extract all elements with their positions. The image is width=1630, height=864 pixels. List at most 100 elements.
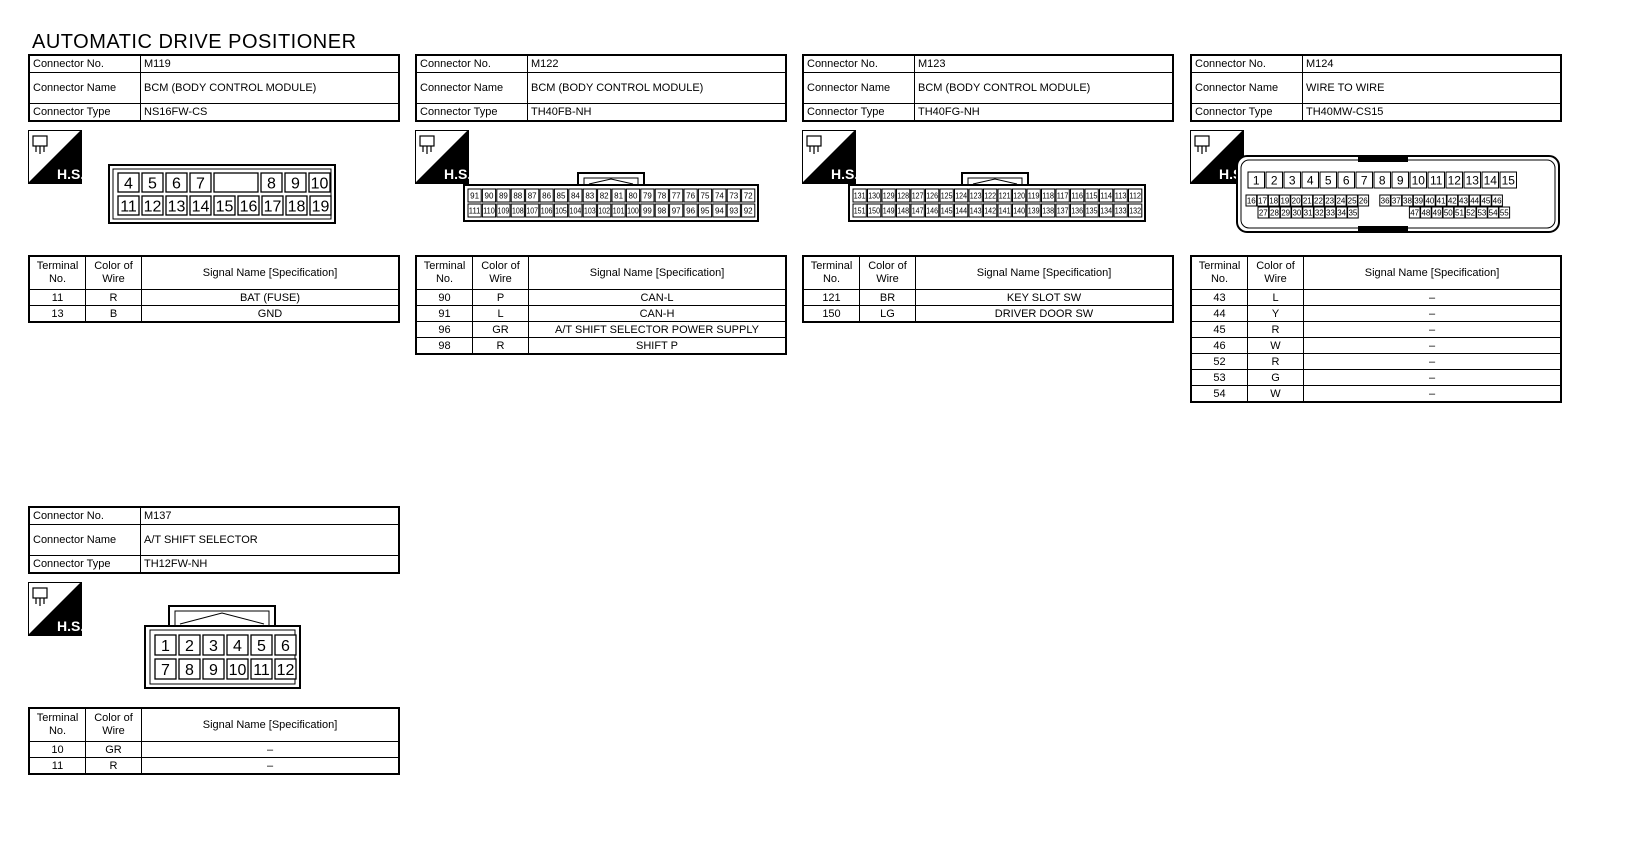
terminal-cell: 96 <box>415 321 473 338</box>
connector-pin-number: 136 <box>1071 206 1083 215</box>
connector-pin-number: 92 <box>744 206 753 215</box>
signal-cell: CAN-L <box>528 289 787 306</box>
connector-pin-number: 93 <box>729 206 738 215</box>
connector-pin <box>189 172 212 193</box>
connector-pin-number: 8 <box>1379 173 1386 187</box>
connector-pin-number: 20 <box>1292 196 1301 205</box>
connector-pin-number: 33 <box>1326 208 1335 217</box>
terminal-cell: 10 <box>28 741 86 758</box>
connector-pin-number: 79 <box>643 191 652 200</box>
color-cell: R <box>1247 321 1304 338</box>
connector-name-value: BCM (BODY CONTROL MODULE) <box>527 72 787 104</box>
signal-cell: – <box>1303 385 1562 403</box>
connector-pin-number: 142 <box>984 206 996 215</box>
connector-pin <box>1408 206 1421 219</box>
connector-pin-number: 78 <box>657 191 666 200</box>
terminal-cell: 11 <box>28 757 86 775</box>
connector-pin-number: 7 <box>196 175 205 192</box>
connector-pin <box>189 195 212 216</box>
connector-pin-number: 54 <box>1489 208 1498 217</box>
connector-pin-number: 7 <box>1361 173 1368 187</box>
connector-pin <box>481 203 497 218</box>
connector-pin <box>1012 203 1027 218</box>
connector-pin <box>640 188 655 203</box>
connector-pin <box>226 634 249 656</box>
connector-pin-number: 108 <box>512 206 524 215</box>
connector-pin <box>741 203 756 218</box>
connector-pin <box>968 188 983 203</box>
signal-cell: – <box>1303 337 1562 354</box>
signal-cell: BAT (FUSE) <box>141 289 400 306</box>
header-color-of-wire: Color of Wire <box>472 255 529 290</box>
connector-pin <box>1301 194 1314 207</box>
connector-pin <box>568 203 583 218</box>
connector-pin-number: 13 <box>1466 173 1480 187</box>
label-connector-name: Connector Name <box>1190 72 1303 104</box>
connector-pin-number: 137 <box>1057 206 1069 215</box>
connector-pin-number: 5 <box>1325 173 1332 187</box>
connector-pin <box>539 188 554 203</box>
connector-pin-number: 95 <box>701 206 710 215</box>
connector-pin-number: 122 <box>984 191 996 200</box>
connector-pin <box>213 195 236 216</box>
signal-table: Terminal No. Color of Wire Signal Name [… <box>1190 255 1562 403</box>
connector-pin-number: 18 <box>288 198 306 215</box>
connector-no-value: M122 <box>527 54 787 73</box>
connector-pin-number: 151 <box>854 206 866 215</box>
connector-pin <box>1335 194 1347 207</box>
connector-pin-number: 125 <box>941 191 953 200</box>
connector-pin <box>1279 194 1291 207</box>
connector-pin <box>1335 206 1348 219</box>
connector-pin-number: 101 <box>613 206 625 215</box>
connector-pin-number: 42 <box>1448 196 1457 205</box>
connector-pin <box>1453 206 1466 219</box>
connector-pin-number: 44 <box>1470 196 1479 205</box>
connector-pin-number: 8 <box>267 175 276 192</box>
label-connector-type: Connector Type <box>802 103 915 122</box>
connector-pin <box>1279 206 1292 219</box>
connector-pin-number: 28 <box>1270 208 1279 217</box>
connector-pin <box>1301 171 1319 189</box>
connector-pin-number: 35 <box>1348 208 1357 217</box>
connector-pin <box>1412 194 1425 207</box>
connector-pin-number: 11 <box>120 198 137 215</box>
connector-pin-number: 52 <box>1466 208 1475 217</box>
connector-pin-number: 117 <box>1057 191 1069 200</box>
connector-pin-number: 17 <box>1258 196 1267 205</box>
harness-side-icon: H.S. <box>1190 130 1244 184</box>
header-terminal-no: Terminal No. <box>802 255 860 290</box>
connector-pin <box>1312 194 1325 207</box>
header-terminal-no: Terminal No. <box>1190 255 1248 290</box>
connector-pin <box>178 658 201 680</box>
connector-pin-number: 139 <box>1028 206 1040 215</box>
connector-pin-number: 81 <box>614 191 623 200</box>
signal-cell: – <box>1303 353 1562 370</box>
connector-pin-number: 47 <box>1410 208 1419 217</box>
connector-pin <box>852 188 867 203</box>
connector-pin-number: 103 <box>584 206 596 215</box>
signal-table: Terminal No. Color of Wire Signal Name [… <box>28 707 400 775</box>
connector-pin-number: 112 <box>1129 191 1141 200</box>
connector-pin-number: 32 <box>1315 208 1324 217</box>
connector-pin <box>154 634 177 656</box>
connector-pin-number: 110 <box>483 206 495 215</box>
connector-pin-number: 114 <box>1100 191 1112 200</box>
connector-pin <box>117 195 140 216</box>
connector-pin <box>1257 206 1270 219</box>
header-terminal-no: Terminal No. <box>415 255 473 290</box>
connector-pin <box>1128 188 1143 203</box>
connector-pin <box>896 188 911 203</box>
connector-pin-number: 145 <box>941 206 953 215</box>
connector-pin <box>165 195 188 216</box>
label-connector-no: Connector No. <box>802 54 915 73</box>
connector-pin-number: 76 <box>686 191 695 200</box>
connector-pin <box>1457 194 1470 207</box>
label-connector-type: Connector Type <box>28 103 141 122</box>
connector-pin-number: 90 <box>485 191 494 200</box>
signal-cell: SHIFT P <box>528 337 787 355</box>
connector-pin <box>1041 188 1056 203</box>
